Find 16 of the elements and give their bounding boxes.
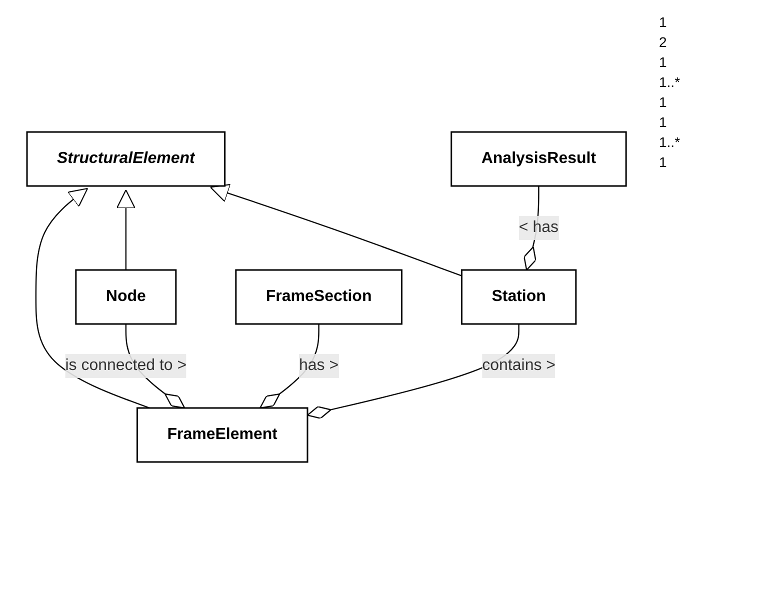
class-box: Node xyxy=(75,268,177,324)
class-box: FrameSection xyxy=(235,268,402,324)
generalization-arrow xyxy=(116,188,136,270)
multiplicity-label: 1 xyxy=(659,54,668,70)
multiplicity-label: 1 xyxy=(659,154,668,170)
multiplicity-label: 1 xyxy=(659,94,668,110)
class-box: AnalysisResult xyxy=(450,130,627,186)
aggregation-line xyxy=(306,324,520,418)
generalization-arrow xyxy=(210,183,462,276)
class-box: FrameElement xyxy=(136,406,308,462)
class-box: Station xyxy=(460,268,577,324)
multiplicity-label: 2 xyxy=(659,34,668,50)
multiplicity-label: 1 xyxy=(659,14,668,30)
multiplicity-label: 1..* xyxy=(659,74,682,90)
multiplicity-label: 1..* xyxy=(659,134,682,150)
multiplicity-label: 1 xyxy=(659,114,668,130)
